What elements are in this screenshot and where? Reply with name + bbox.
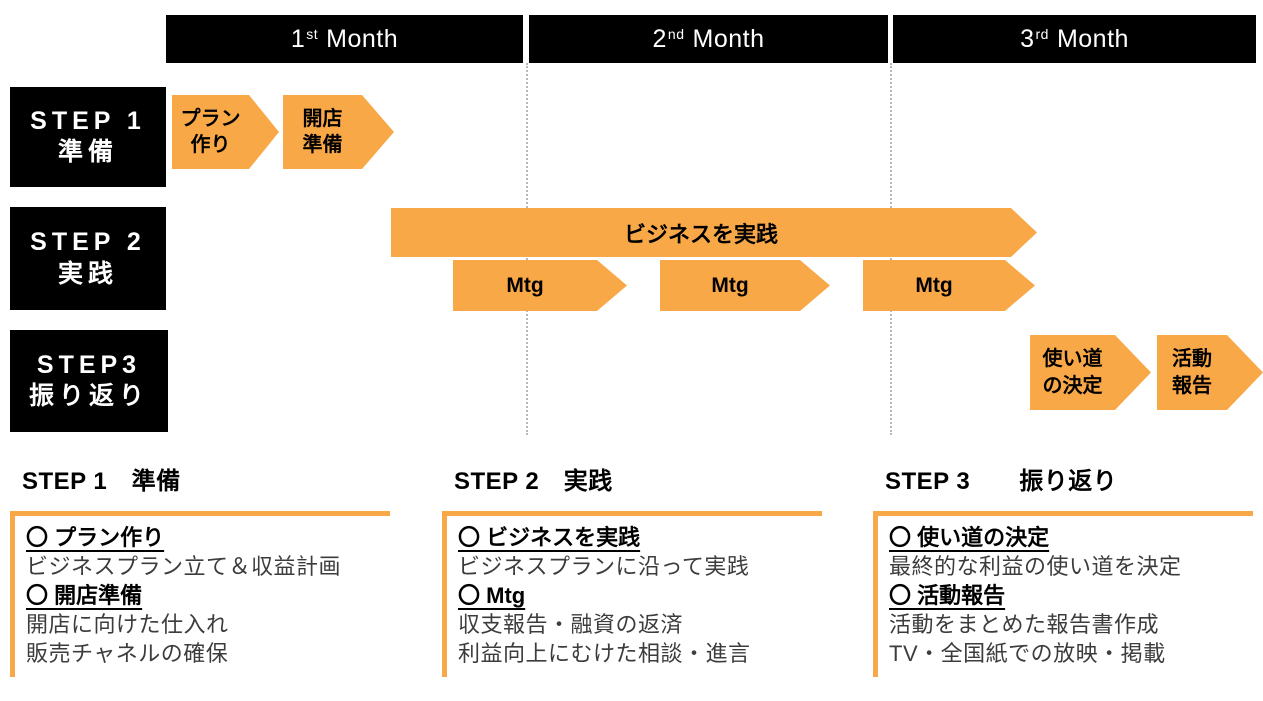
- step1-item2-description-1: 開店に向けた仕入れ: [26, 612, 229, 637]
- step1-item1-description: ビジネスプラン立て＆収益計画: [26, 554, 342, 579]
- step3-item1-heading: 〇 使い道の決定: [889, 525, 1050, 550]
- step2-label-line2: 実践: [57, 259, 118, 288]
- step3-detail-title: STEP 3 振り返り: [885, 468, 1118, 495]
- arrow-open-preparation-line2: 準備: [302, 134, 343, 156]
- step3-detail-box: 〇 使い道の決定 最終的な利益の使い道を決定 〇 活動報告 活動をまとめた報告書…: [873, 511, 1253, 677]
- arrow-mtg-2: Mtg: [660, 260, 830, 311]
- step1-item2-description-2: 販売チャネルの確保: [26, 641, 229, 666]
- arrow-plan-making-line1: プラン: [180, 107, 241, 130]
- step2-label-line1: STEP 2: [30, 228, 146, 257]
- arrow-mtg-1-label: Mtg: [506, 273, 544, 297]
- arrow-business-practice-label: ビジネスを実践: [623, 221, 778, 247]
- arrow-mtg-3: Mtg: [863, 260, 1035, 311]
- arrow-open-preparation-line1: 開店: [302, 107, 343, 130]
- step2-detail-box: 〇 ビジネスを実践 ビジネスプランに沿って実践 〇 Mtg 収支報告・融資の返済…: [442, 511, 822, 677]
- step2-item1-heading: 〇 ビジネスを実践: [458, 525, 641, 550]
- step1-label-line2: 準備: [57, 138, 118, 166]
- month-1-number: 1: [290, 24, 306, 53]
- step1-detail-box: 〇 プラン作り ビジネスプラン立て＆収益計画 〇 開店準備 開店に向けた仕入れ …: [10, 511, 390, 677]
- arrow-mtg-2-label: Mtg: [711, 273, 749, 297]
- step2-item2-heading: 〇 Mtg: [458, 583, 526, 608]
- arrow-mtg-3-label: Mtg: [915, 273, 953, 297]
- month-3-number: 3: [1020, 24, 1035, 53]
- arrow-activity-report-line2: 報告: [1172, 374, 1212, 397]
- step2-detail-column: STEP 2 実践 〇 ビジネスを実践 ビジネスプランに沿って実践 〇 Mtg …: [442, 461, 822, 677]
- step3-label-line1: STEP3: [36, 350, 142, 379]
- arrow-plan-making-line2: 作り: [190, 134, 231, 156]
- step3-item2-heading: 〇 活動報告: [889, 583, 1006, 608]
- arrow-plan-making: プラン 作り: [172, 95, 279, 169]
- arrow-activity-report: 活動 報告: [1157, 335, 1263, 410]
- step1-item2-heading: 〇 開店準備: [26, 583, 143, 608]
- arrow-open-preparation: 開店 準備: [283, 95, 394, 169]
- arrow-usage-decision: 使い道 の決定: [1030, 335, 1151, 410]
- step3-label-line2: 振り返り: [28, 382, 149, 410]
- step1-detail-title: STEP 1 準備: [22, 468, 181, 495]
- step1-label-box: STEP 1 準備: [10, 87, 166, 187]
- step1-label-line1: STEP 1: [30, 106, 146, 135]
- month-1-word: Month: [326, 24, 399, 53]
- step3-detail-column: STEP 3 振り返り 〇 使い道の決定 最終的な利益の使い道を決定 〇 活動報…: [873, 461, 1253, 677]
- step2-detail-title: STEP 2 実践: [454, 468, 613, 495]
- month-3-word: Month: [1056, 24, 1129, 53]
- arrow-activity-report-line1: 活動: [1172, 348, 1212, 371]
- step1-detail-column: STEP 1 準備 〇 プラン作り ビジネスプラン立て＆収益計画 〇 開店準備 …: [10, 461, 390, 677]
- step3-item2-description-1: 活動をまとめた報告書作成: [889, 612, 1160, 637]
- step1-item1-heading: 〇 プラン作り: [26, 525, 165, 550]
- step3-label-box: STEP3 振り返り: [10, 330, 168, 432]
- step3-item1-description: 最終的な利益の使い道を決定: [889, 554, 1182, 579]
- month-2-word: Month: [692, 24, 765, 53]
- step2-item1-description: ビジネスプランに沿って実践: [458, 554, 750, 579]
- month-2-number: 2: [652, 24, 667, 53]
- step2-item2-description-1: 収支報告・融資の返済: [458, 612, 684, 637]
- arrow-usage-decision-line2: の決定: [1042, 374, 1103, 397]
- step2-item2-description-2: 利益向上にむけた相談・進言: [458, 641, 751, 666]
- step3-item2-description-2: TV・全国紙での放映・掲載: [889, 641, 1166, 666]
- arrow-business-practice: ビジネスを実践: [391, 208, 1037, 257]
- arrow-usage-decision-line1: 使い道: [1042, 348, 1103, 371]
- step2-label-box: STEP 2 実践: [10, 207, 166, 310]
- arrow-mtg-1: Mtg: [453, 260, 627, 311]
